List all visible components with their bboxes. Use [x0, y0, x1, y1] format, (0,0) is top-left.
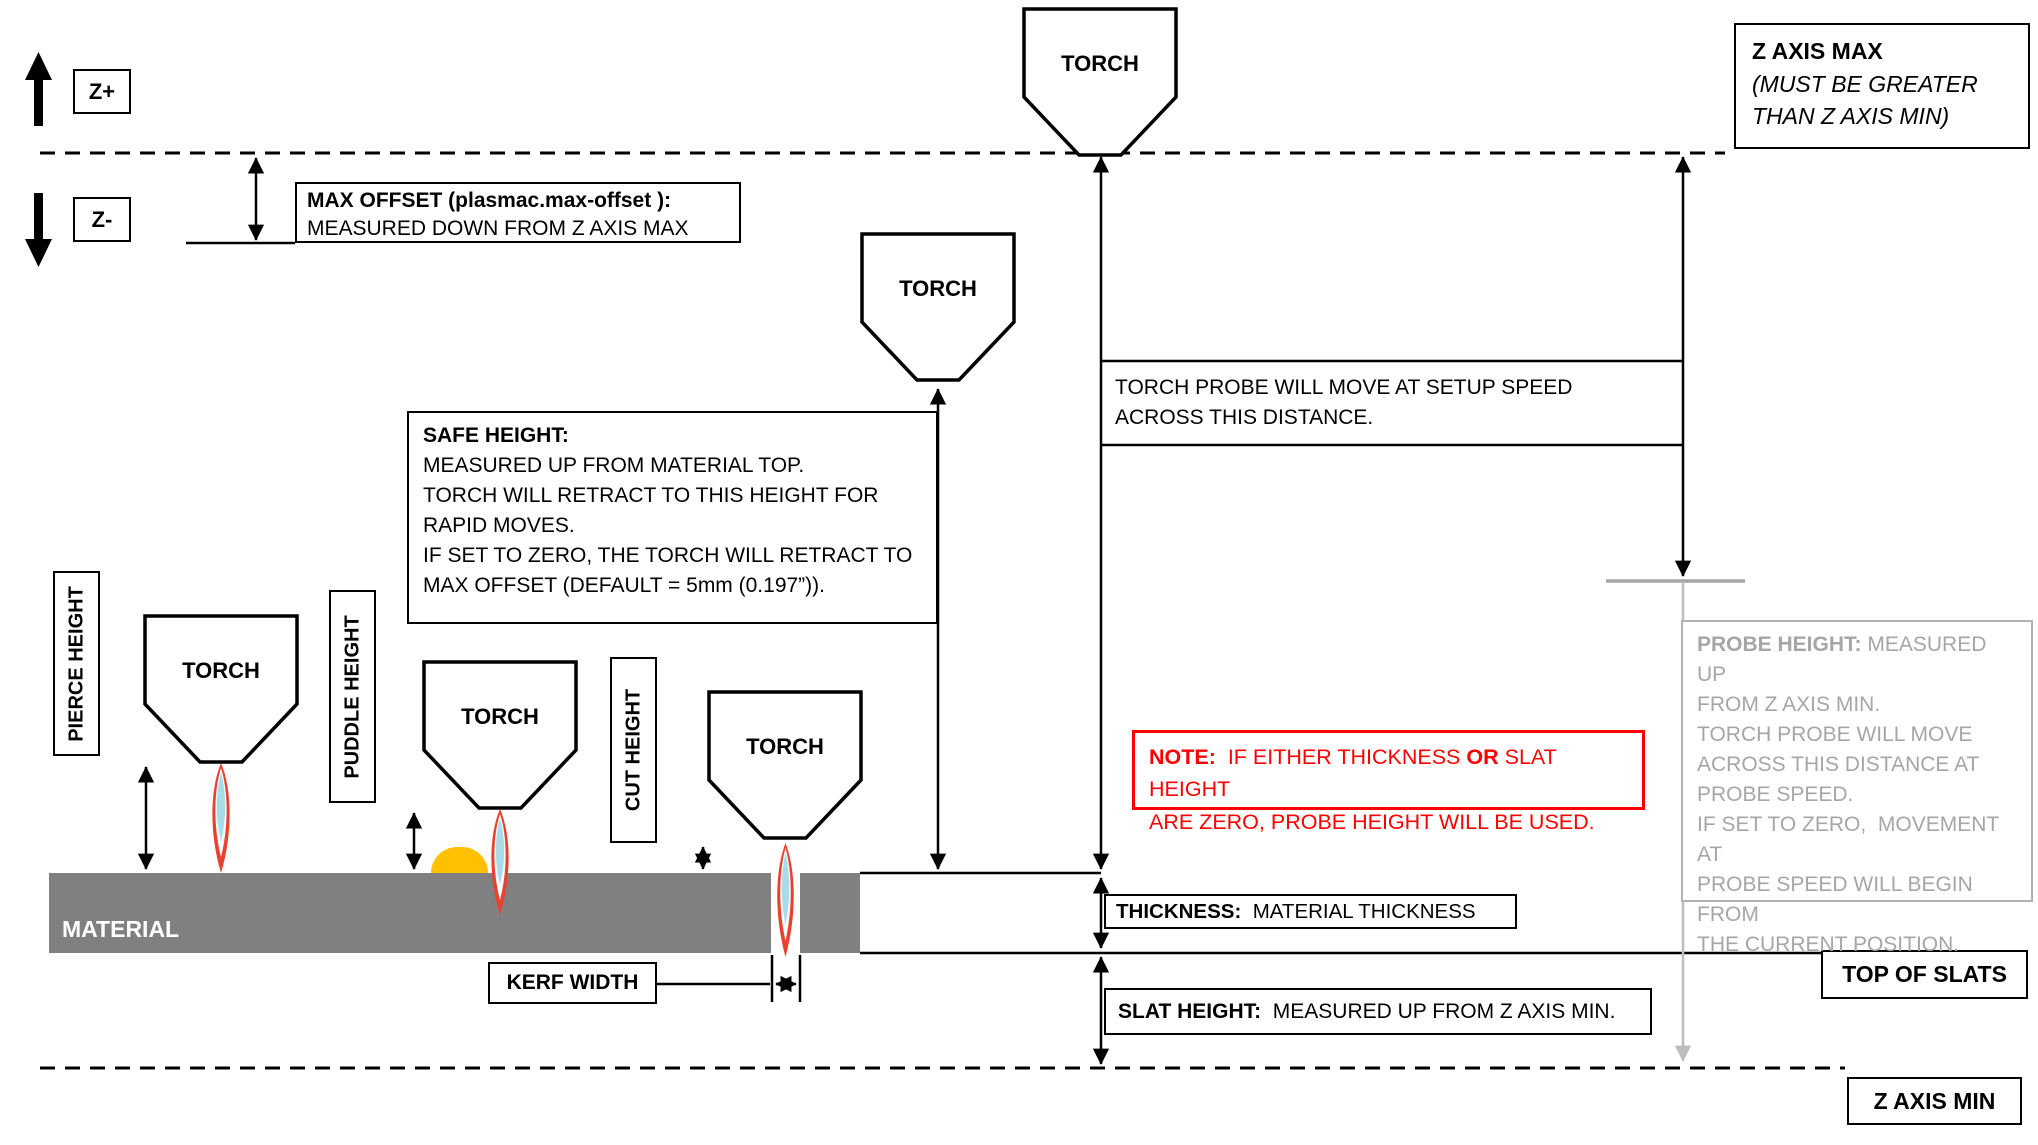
z-plus-arrow-icon — [25, 52, 52, 126]
setup-speed-text: TORCH PROBE WILL MOVE AT SETUP SPEED ACR… — [1115, 373, 1675, 433]
top-of-slats-box: TOP OF SLATS — [1821, 950, 2028, 999]
torch-label: TORCH — [746, 733, 824, 759]
probe-height-box: PROBE HEIGHT: MEASURED UP FROM Z AXIS MI… — [1681, 620, 2033, 956]
z-plus-label-box: Z+ — [73, 69, 131, 114]
torch-1: TORCH — [1022, 7, 1178, 157]
max-offset-title: MAX OFFSET (plasmac.max-offset ): — [307, 189, 672, 212]
puddle-height-label: PUDDLE HEIGHT — [329, 590, 376, 803]
note-label: NOTE: — [1149, 745, 1216, 769]
max-offset-desc: MEASURED DOWN FROM Z AXIS MAX — [307, 216, 689, 240]
safe-height-title: SAFE HEIGHT: — [423, 424, 569, 447]
slat-height-box: SLAT HEIGHT: MEASURED UP FROM Z AXIS MIN… — [1104, 988, 1652, 1035]
z-minus-arrow-icon — [25, 193, 52, 267]
cut-flame-icon — [777, 843, 794, 957]
thickness-box: THICKNESS: MATERIAL THICKNESS — [1104, 894, 1517, 929]
torch-label: TORCH — [899, 275, 977, 301]
safe-height-line: MEASURED UP FROM MATERIAL TOP. — [423, 454, 805, 478]
safe-height-line: TORCH WILL RETRACT TO THIS HEIGHT FOR — [423, 484, 879, 508]
z-axis-min-box: Z AXIS MIN — [1847, 1077, 2022, 1125]
setup-speed-line2: ACROSS THIS DISTANCE. — [1115, 405, 1374, 429]
torch-3: TORCH — [143, 614, 299, 764]
z-minus-label-box: Z- — [73, 197, 131, 242]
setup-speed-line1: TORCH PROBE WILL MOVE AT SETUP SPEED — [1115, 376, 1573, 399]
pierce-flame-icon — [212, 763, 230, 873]
z-axis-max-box: Z AXIS MAX (MUST BE GREATER THAN Z AXIS … — [1734, 23, 2030, 149]
torch-label: TORCH — [182, 657, 260, 683]
z-axis-max-title: Z AXIS MAX — [1752, 38, 1883, 64]
z-minus-label: Z- — [91, 206, 113, 232]
torch-5: TORCH — [707, 690, 863, 840]
material-label: MATERIAL — [62, 916, 180, 942]
torch-2: TORCH — [860, 232, 1016, 382]
safe-height-line: IF SET TO ZERO, THE TORCH WILL RETRACT T… — [423, 544, 913, 568]
max-offset-box: MAX OFFSET (plasmac.max-offset ): MEASUR… — [295, 182, 741, 243]
safe-height-box: SAFE HEIGHT: MEASURED UP FROM MATERIAL T… — [407, 411, 938, 624]
cut-height-label: CUT HEIGHT — [610, 657, 657, 843]
safe-height-line: RAPID MOVES. — [423, 514, 575, 538]
torch-4: TORCH — [422, 660, 578, 810]
puddle-flame-icon — [491, 809, 509, 915]
torch-label: TORCH — [461, 703, 539, 729]
safe-height-line: MAX OFFSET (DEFAULT = 5mm (0.197”)). — [423, 574, 825, 598]
kerf-width-box: KERF WIDTH — [488, 962, 657, 1004]
z-axis-max-sub2: THAN Z AXIS MIN) — [1752, 103, 1950, 130]
pierce-height-label: PIERCE HEIGHT — [53, 571, 100, 756]
note-line2: ARE ZERO, PROBE HEIGHT WILL BE USED. — [1149, 809, 1595, 834]
note-box: NOTE: IF EITHER THICKNESS OR SLAT HEIGHT… — [1132, 730, 1645, 834]
torch-label: TORCH — [1061, 50, 1139, 76]
material-block — [49, 873, 860, 953]
z-plus-label: Z+ — [88, 78, 116, 104]
z-axis-max-sub1: (MUST BE GREATER — [1752, 70, 1978, 97]
